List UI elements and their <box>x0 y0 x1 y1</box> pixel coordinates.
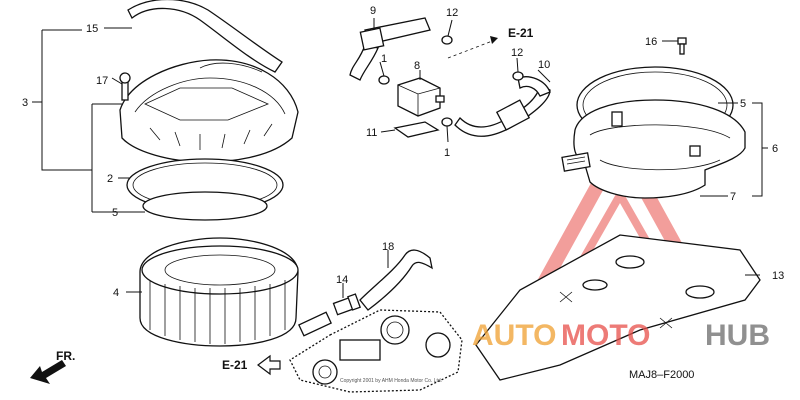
callout-15: 15 <box>86 23 98 35</box>
diagram-code: MAJ8–F2000 <box>629 369 694 381</box>
watermark-moto: MOTO <box>561 319 650 352</box>
fr-arrow-icon <box>30 360 66 384</box>
callout-14: 14 <box>336 274 348 286</box>
callout-12-upper: 12 <box>446 7 458 19</box>
air-filter-element-4 <box>139 237 299 347</box>
callout-8: 8 <box>414 60 420 72</box>
valve-8 <box>397 77 445 117</box>
callout-10: 10 <box>538 59 550 71</box>
watermark-auto: AUTO <box>472 319 556 352</box>
callout-5-left: 5 <box>112 207 118 219</box>
callout-6: 6 <box>772 143 778 155</box>
arrow-left-icon <box>257 354 281 376</box>
callout-1-upper: 1 <box>381 53 387 65</box>
hose-10 <box>454 76 551 137</box>
ref-e21-top: E-21 <box>508 26 534 40</box>
callout-17: 17 <box>96 75 108 87</box>
clamp-1-lower <box>441 117 453 127</box>
callout-9: 9 <box>370 5 376 17</box>
bolt-17 <box>119 72 131 101</box>
sensor-connector <box>561 152 591 172</box>
clamp-12-upper <box>441 35 453 45</box>
filter-pad-11 <box>393 121 440 138</box>
callout-7: 7 <box>730 191 736 203</box>
flow-arrow-icon <box>490 36 498 44</box>
clamp-1-upper <box>378 75 390 85</box>
gasket-13 <box>475 234 761 381</box>
ref-e21-bottom: E-21 <box>222 358 248 372</box>
callout-11: 11 <box>366 127 377 139</box>
watermark-hub: HUB <box>705 319 770 352</box>
breather-hose-15 <box>127 0 283 73</box>
watermark: AUTO MOTO HUB <box>472 319 770 352</box>
clamp-12-lower <box>512 71 524 81</box>
fitting-14 <box>332 293 361 316</box>
callout-13: 13 <box>772 270 784 282</box>
copyright-note: Copyright 2001 by AHM Honda Motor Co. Lt… <box>340 378 442 384</box>
seal-ring-5 <box>142 191 268 221</box>
callout-2: 2 <box>107 173 113 185</box>
callout-12-lower: 12 <box>511 47 523 59</box>
callout-1-lower: 1 <box>444 147 450 159</box>
callout-16: 16 <box>645 36 657 48</box>
hose-9 <box>349 17 431 81</box>
bolt-16 <box>677 37 687 55</box>
callout-4: 4 <box>113 287 119 299</box>
callout-5-right: 5 <box>740 98 746 110</box>
callout-18: 18 <box>382 241 394 253</box>
tube-18 <box>359 249 433 311</box>
carburetor-assembly <box>289 309 463 393</box>
air-cleaner-housing-6 <box>573 99 746 199</box>
fr-label: FR. <box>56 349 75 363</box>
air-cleaner-cover <box>119 59 299 163</box>
callout-3: 3 <box>22 97 28 109</box>
